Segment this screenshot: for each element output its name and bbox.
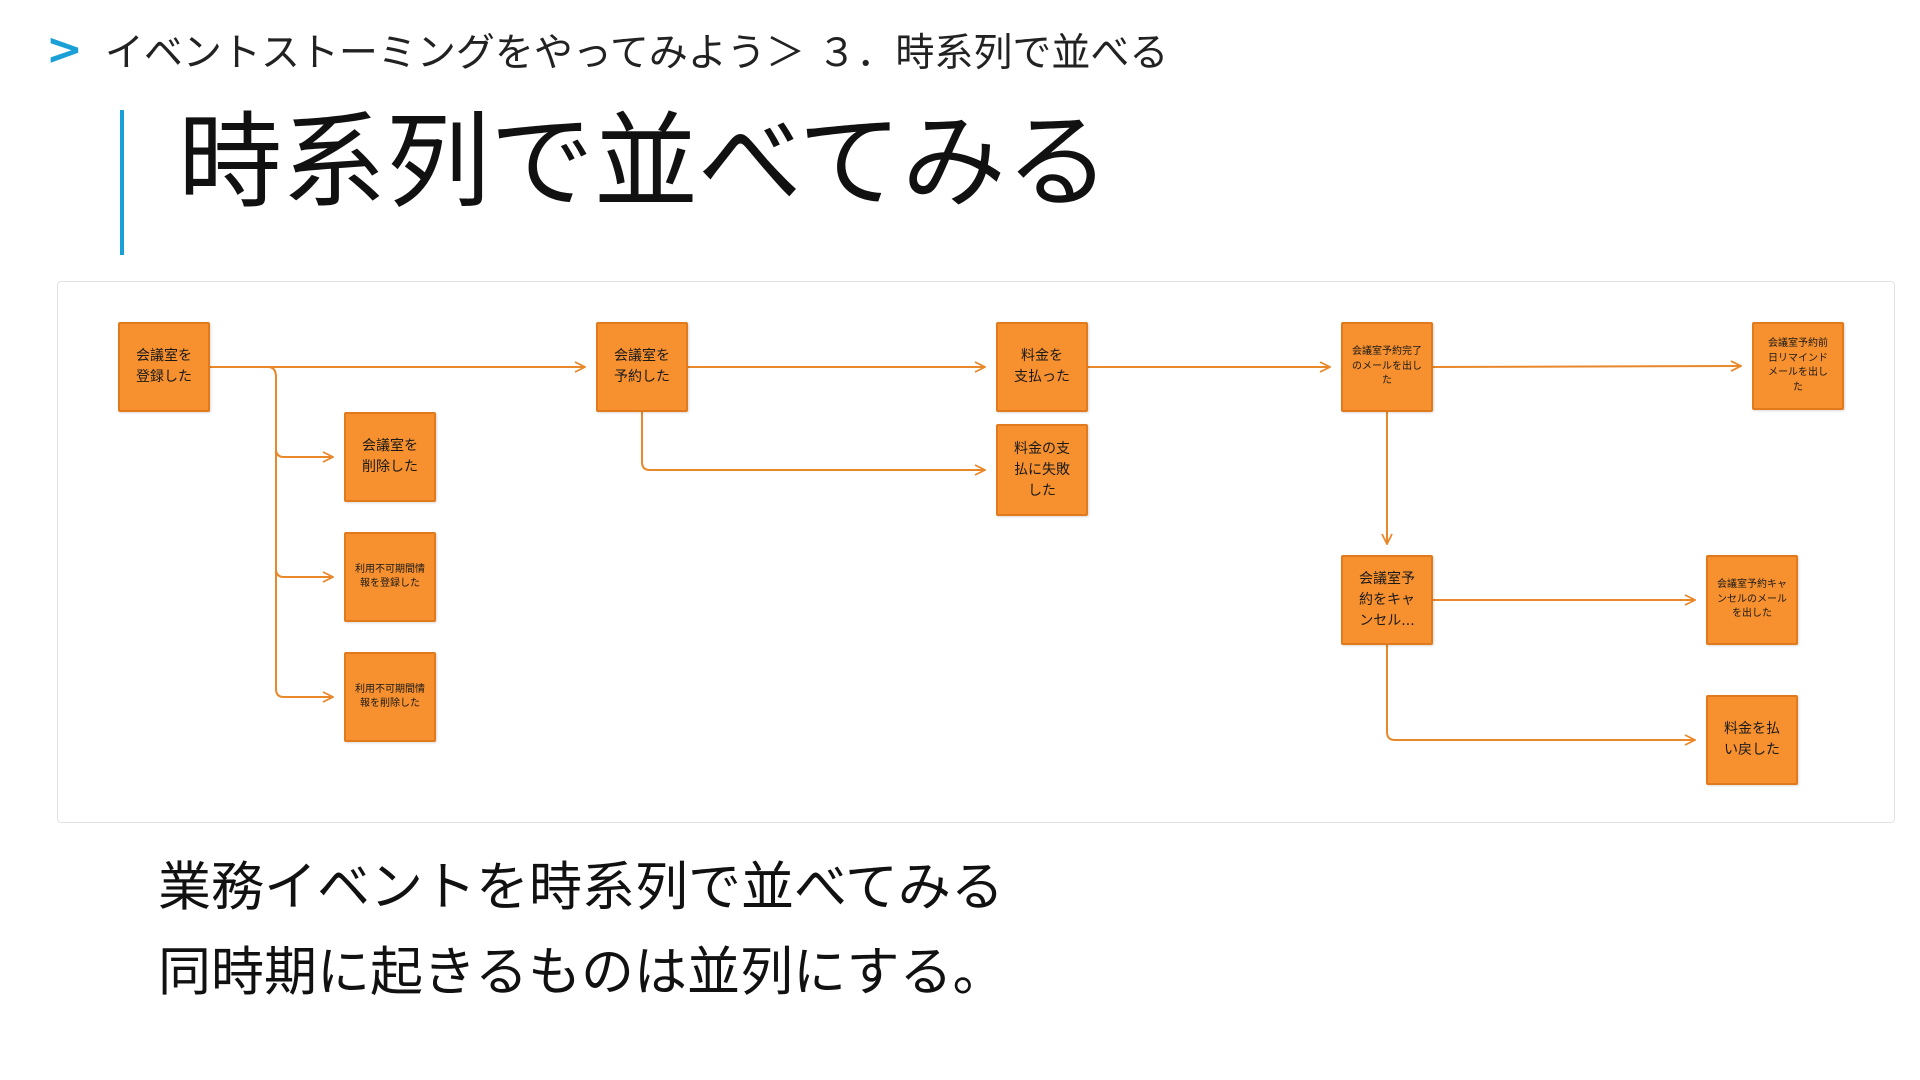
event-note-delete-room[interactable]: 会議室を 削除した [344, 412, 436, 502]
page-title: 時系列で並べてみる [178, 101, 1110, 223]
event-note-cancel-reservation[interactable]: 会議室予 約をキャ ンセル... [1341, 555, 1433, 645]
event-note-register-unavailable[interactable]: 利用不可期間情 報を登録した [344, 532, 436, 622]
caption-line-1: 業務イベントを時系列で並べてみる [158, 857, 1004, 918]
event-note-payment-failed[interactable]: 料金の支 払に失敗 した [996, 424, 1088, 516]
event-note-reservation-mail[interactable]: 会議室予約完了 のメールを出し た [1341, 322, 1433, 412]
connector-arrow [275, 569, 333, 697]
connector-arrow [1386, 645, 1695, 740]
event-note-reserve-room[interactable]: 会議室を 予約した [596, 322, 688, 412]
event-note-register-room[interactable]: 会議室を 登録した [118, 322, 210, 412]
breadcrumb: > イベントストーミングをやってみよう＞ ３．時系列で並べる [46, 24, 1168, 77]
event-note-paid[interactable]: 料金を 支払った [996, 322, 1088, 412]
event-note-delete-unavailable[interactable]: 利用不可期間情 報を削除した [344, 652, 436, 742]
connector-arrow [275, 449, 333, 577]
event-note-refund[interactable]: 料金を払 い戻した [1706, 695, 1798, 785]
event-note-cancel-mail[interactable]: 会議室予約キャ ンセルのメール を出した [1706, 555, 1798, 645]
caption-line-2: 同時期に起きるものは並列にする。 [158, 942, 1006, 1003]
connector-layer [210, 282, 1894, 822]
title-accent-bar [120, 110, 124, 255]
event-note-reminder-mail[interactable]: 会議室予約前 日リマインド メールを出し た [1752, 322, 1844, 410]
connector-arrow [1432, 366, 1741, 367]
event-storming-board: 会議室を 登録した 会議室を 削除した 利用不可期間情 報を登録した 利用不可期… [57, 281, 1895, 823]
connector-arrow [210, 366, 333, 457]
connector-arrow [641, 412, 985, 470]
chevron-right-icon: > [46, 24, 83, 75]
breadcrumb-text: イベントストーミングをやってみよう＞ ３．時系列で並べる [104, 31, 1169, 76]
